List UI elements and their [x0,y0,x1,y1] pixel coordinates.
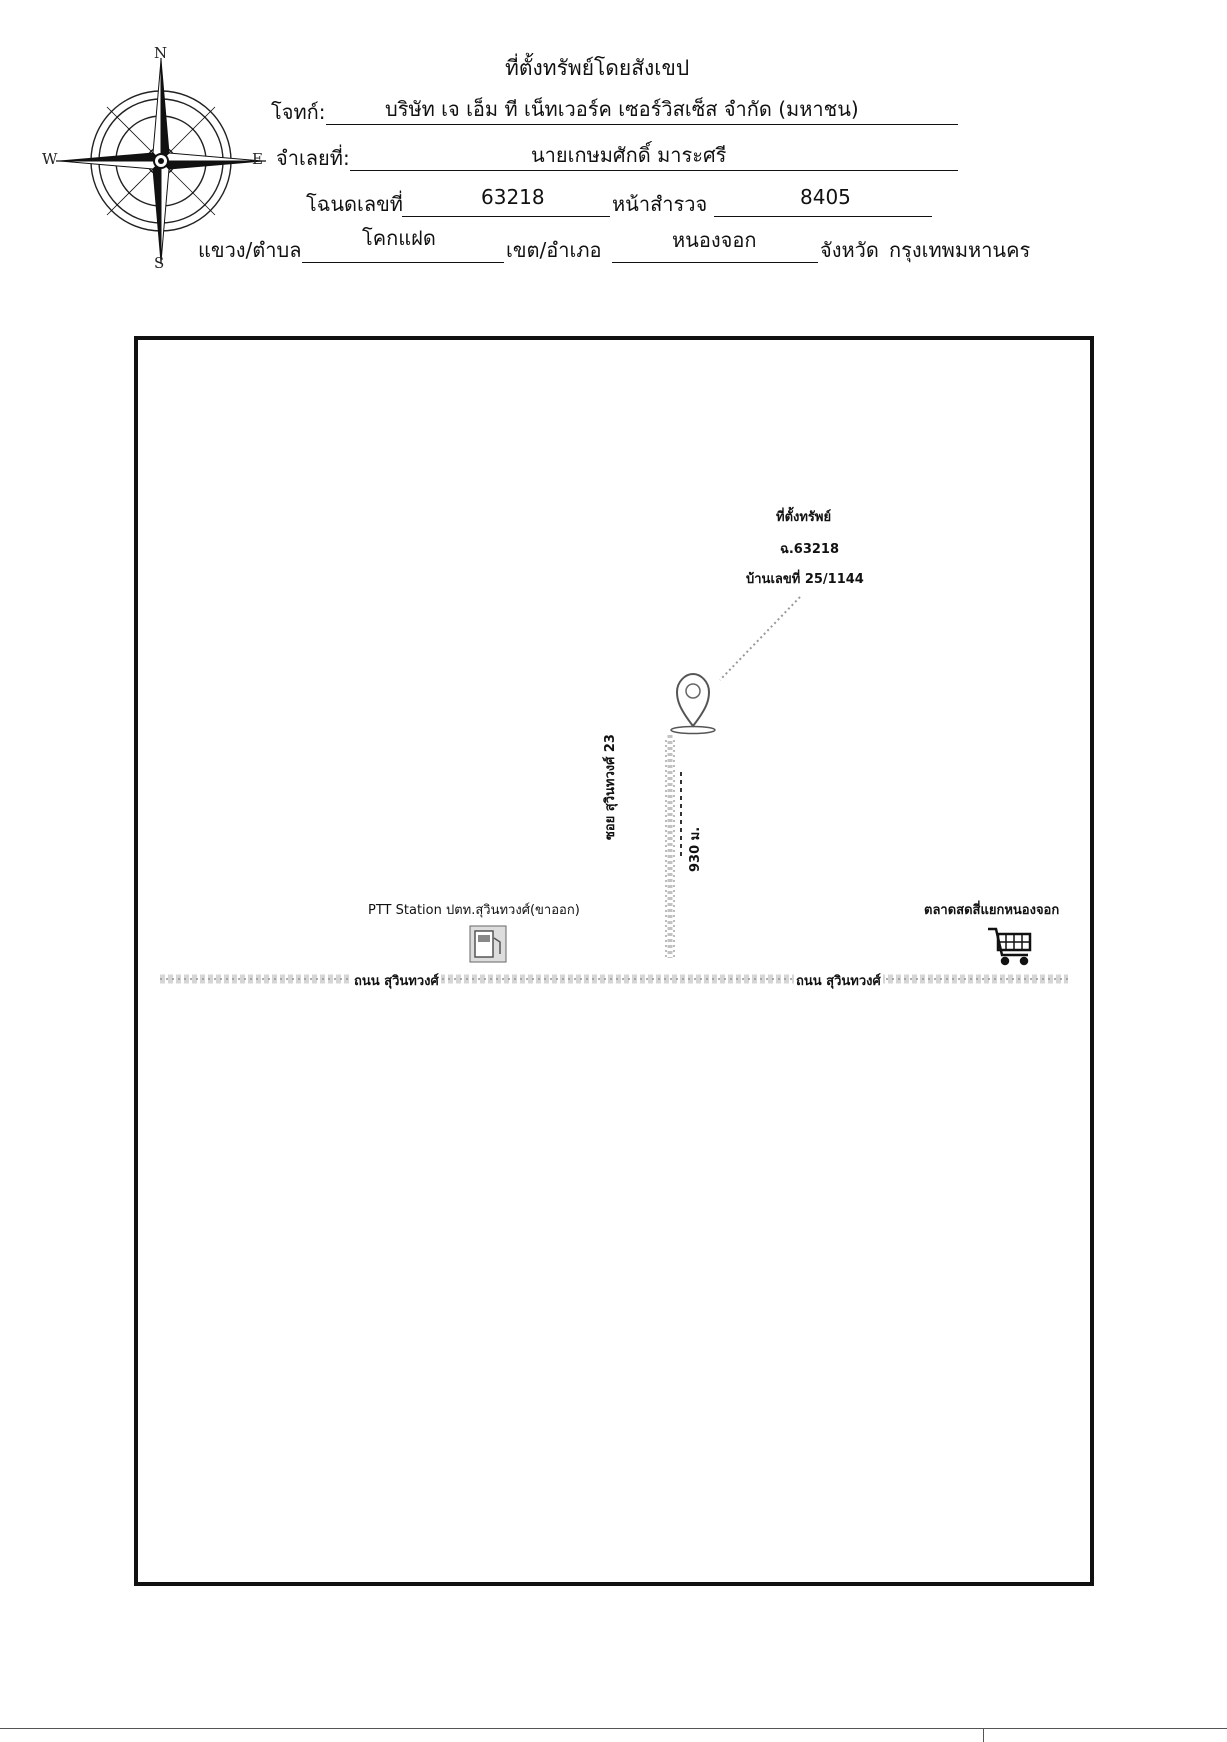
location-pin-icon [670,672,716,735]
property-house-number: บ้านเลขที่ 25/1144 [746,572,864,587]
deed-value: 63218 [481,185,545,209]
subdistrict-label: แขวง/ตำบล [198,238,302,262]
defendant-underline [350,170,958,171]
shopping-cart-icon [988,927,1032,966]
defendant-value: นายเกษมศักดิ์ มาระศรี [531,143,727,167]
defendant-label: จำเลยที่: [276,146,350,170]
soi-road [665,735,675,958]
plaintiff-value: บริษัท เจ เอ็ม ที เน็ทเวอร์ค เซอร์วิสเซ็… [385,97,859,121]
compass-north-label: N [154,44,168,62]
market-label: ตลาดสดสี่แยกหนองจอก [924,903,1060,918]
district-value: หนองจอก [672,228,757,252]
compass-east-label: E [252,150,263,168]
soi-label: ซอย สุวินทวงศ์ 23 [603,734,618,840]
province-label: จังหวัด [820,238,879,262]
distance-label: 930 ม. [688,826,703,872]
plaintiff-underline [326,124,958,125]
road-label-right: ถนน สุวินทวงศ์ [794,970,883,991]
map-frame [134,336,1094,1586]
gas-station-icon [469,925,507,963]
compass-south-label: S [154,254,165,272]
leader-line [719,596,801,681]
district-label: เขต/อำเภอ [506,238,602,262]
page-title: ที่ตั้งทรัพย์โดยสังเขป [505,56,690,80]
property-deed: ฉ.63218 [780,542,840,557]
survey-underline [714,216,932,217]
survey-label: หน้าสำรวจ [612,192,708,216]
district-underline [612,262,818,263]
ptt-station-label: PTT Station ปตท.สุวินทวงศ์(ขาออก) [368,903,580,918]
footer-tick [983,1728,984,1742]
subdistrict-value: โคกแฝด [362,226,436,250]
compass-west-label: W [42,150,58,168]
road-label-left: ถนน สุวินทวงศ์ [352,970,441,991]
deed-label: โฉนดเลขที่ [306,192,403,216]
survey-value: 8405 [800,185,851,209]
compass-rose-icon: N S E W [42,44,272,272]
subdistrict-underline [302,262,504,263]
plaintiff-label: โจทก์: [271,100,326,124]
compass-rose-graphic [56,58,266,264]
property-title: ที่ตั้งทรัพย์ [776,510,832,525]
footer-divider [0,1728,1227,1729]
deed-underline [402,216,610,217]
province-value: กรุงเทพมหานคร [889,238,1031,262]
